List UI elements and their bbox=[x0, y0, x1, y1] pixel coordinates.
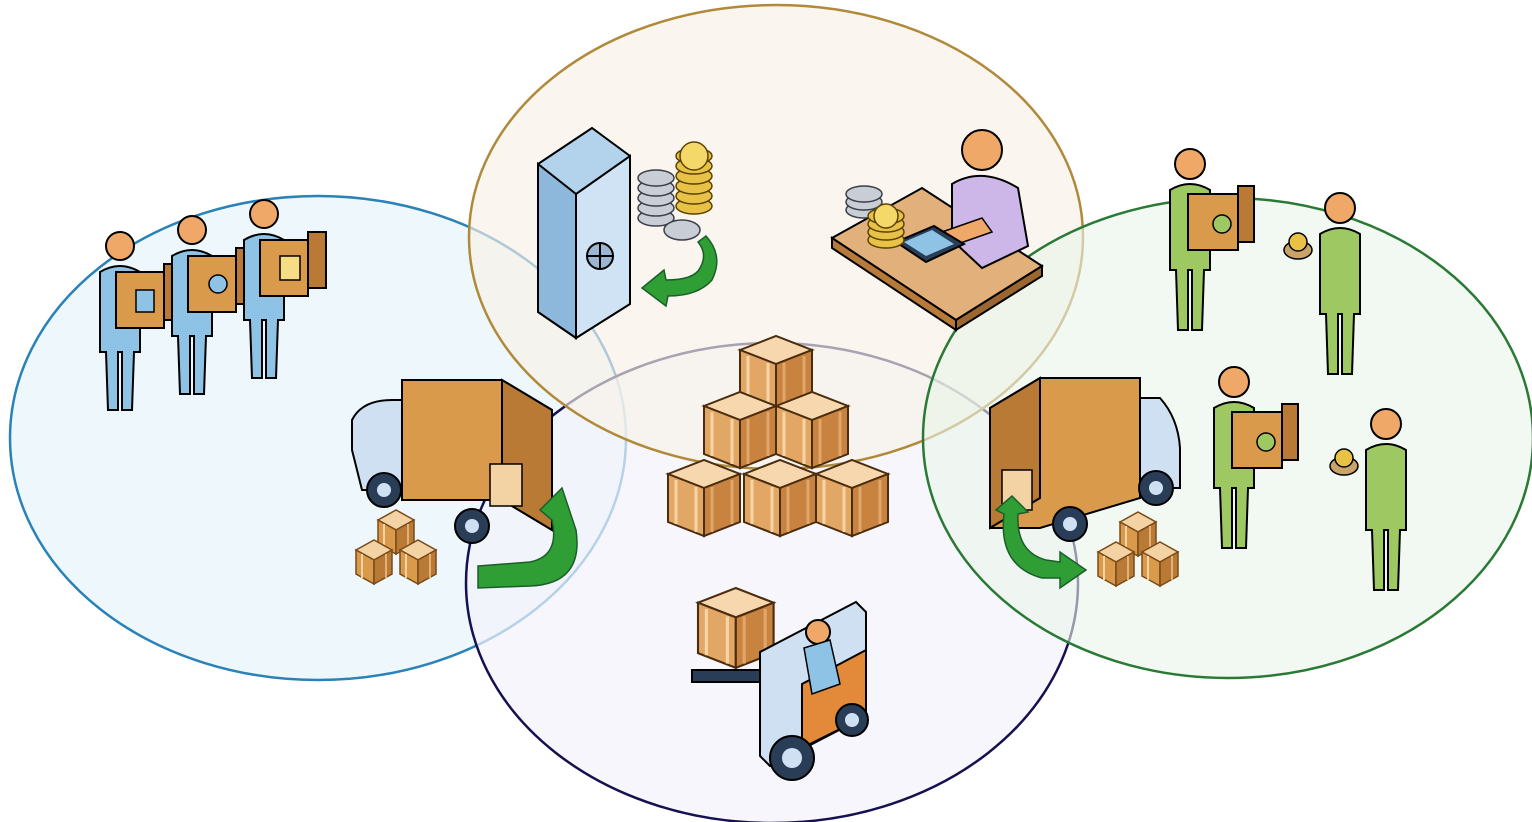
forklift-icon bbox=[691, 586, 869, 781]
curved-arrow-icon bbox=[640, 234, 718, 308]
box-carrier-customer-icon bbox=[1213, 366, 1299, 549]
calculator-icon bbox=[893, 224, 967, 264]
box-carrier-person-icon bbox=[243, 199, 327, 379]
paying-customer-icon bbox=[1283, 192, 1361, 375]
delivery-truck-icon bbox=[989, 376, 1181, 542]
coin-stack-icon bbox=[637, 141, 713, 241]
box-carrier-customer-icon bbox=[1169, 148, 1255, 331]
delivery-truck-icon bbox=[351, 378, 553, 544]
paying-customer-icon bbox=[1329, 408, 1407, 591]
curved-arrow-icon bbox=[477, 486, 578, 589]
vault-icon bbox=[537, 126, 631, 340]
coin-stack-icon bbox=[845, 185, 905, 249]
curved-arrow-icon bbox=[994, 494, 1088, 590]
